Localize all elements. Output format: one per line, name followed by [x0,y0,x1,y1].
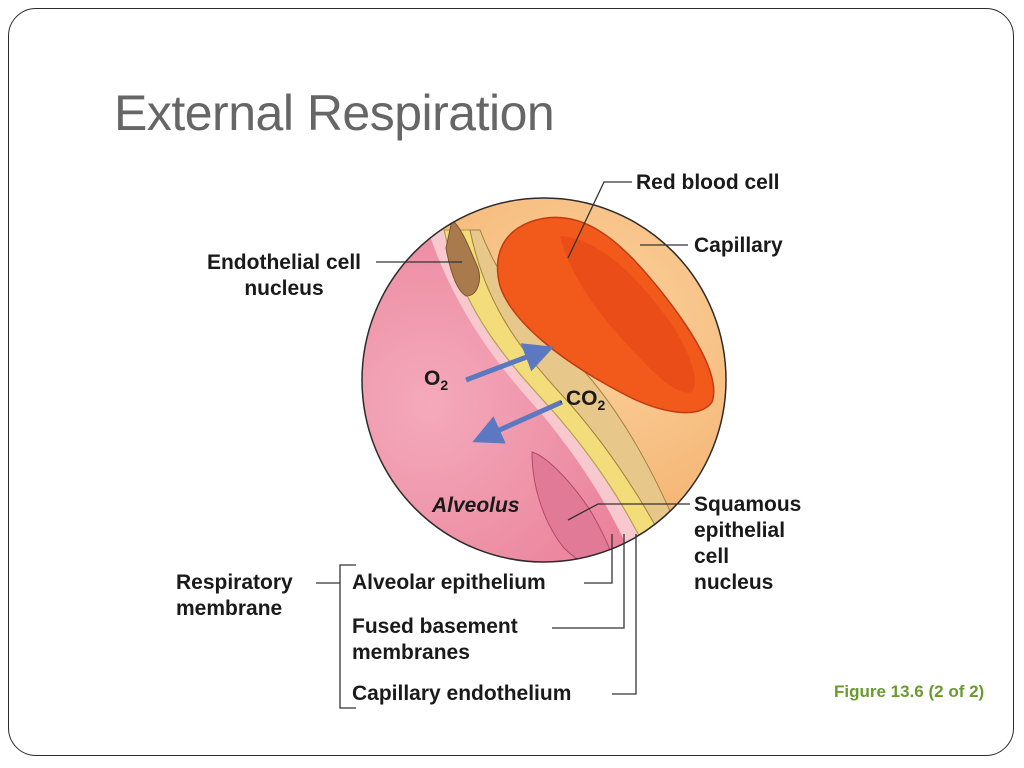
label-squamous-line2: epithelial [694,519,786,542]
label-alveolar-epithelium: Alveolar epithelium [352,571,546,594]
label-co2: CO2 [566,386,605,418]
leader-alveolar-epithelium [584,534,613,584]
label-endothelial-line1: Endothelial cell [206,251,362,274]
co2-arrow [472,399,564,444]
o2-sub: 2 [440,377,449,393]
leader-fused-membranes [552,534,625,629]
label-respiratory-line1: Respiratory [176,571,293,594]
leader-red-blood-cell [567,181,632,259]
label-respiratory-membrane: Respiratory membrane [176,570,293,622]
figure-caption: Figure 13.6 (2 of 2) [834,682,985,701]
label-capillary-endothelium: Capillary endothelium [352,682,572,705]
label-endothelial-line2: nucleus [244,277,324,300]
label-respiratory-line2: membrane [176,597,283,620]
squamous-nucleus [531,451,617,562]
leader-lines [316,181,690,709]
co2-base: CO [566,387,598,410]
label-squamous-line4: nucleus [694,571,774,594]
leader-capillary-endothelium [612,534,637,695]
magnification-circle [361,197,727,563]
o2-base: O [424,367,441,390]
label-squamous-line1: Squamous [694,493,802,516]
leader-squamous [567,503,690,521]
magnified-view [362,198,726,562]
label-alveolus: Alveolus [432,494,520,517]
endothelial-nucleus [445,219,480,297]
label-fused-line2: membranes [352,641,470,664]
respiratory-bracket [339,564,356,709]
o2-arrow [465,343,555,383]
label-o2: O2 [424,366,448,398]
label-squamous: Squamous epithelial cell nucleus [694,492,801,596]
label-endothelial-nucleus: Endothelial cell nucleus [196,250,372,302]
label-squamous-line3: cell [694,545,730,568]
co2-sub: 2 [597,397,606,413]
red-blood-cell-highlight [560,236,695,393]
label-capillary: Capillary [694,234,783,257]
label-fused-line1: Fused basement [352,615,518,638]
label-red-blood-cell: Red blood cell [636,171,780,194]
label-fused-membranes: Fused basement membranes [352,614,518,666]
slide-title: External Respiration [114,85,555,141]
